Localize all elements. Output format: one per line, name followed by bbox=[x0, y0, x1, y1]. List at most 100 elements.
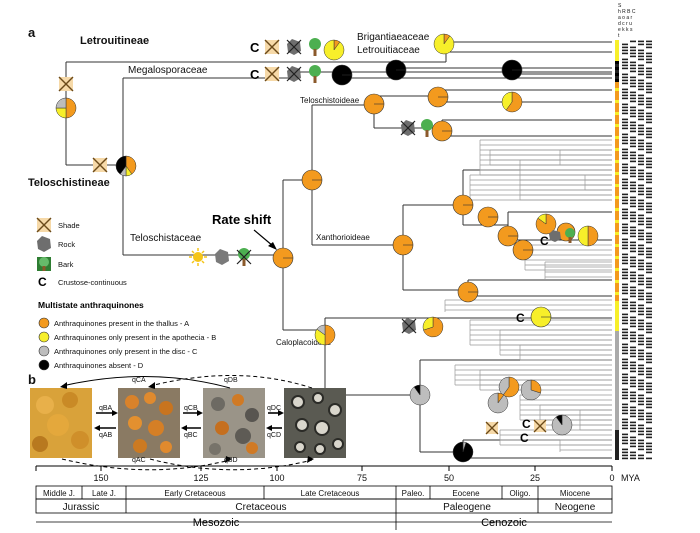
shade-icon bbox=[264, 39, 280, 55]
rate-qCB: qCB bbox=[184, 405, 198, 412]
column-header-row: e k k s bbox=[618, 27, 633, 33]
trait-icons-teloschistoideae bbox=[400, 119, 433, 137]
panel-b-label: b bbox=[28, 372, 36, 387]
period-paleogene: Paleogene bbox=[443, 502, 491, 513]
epoch-middle-jurassic: Middle J. bbox=[43, 489, 75, 498]
pie-node bbox=[577, 225, 599, 247]
trait-matrix bbox=[615, 40, 652, 460]
epoch-late-cretaceous: Late Cretaceous bbox=[301, 489, 360, 498]
c-letter-icon: C bbox=[38, 275, 47, 289]
pie-node bbox=[409, 384, 431, 406]
era-cenozoic: Cenozoic bbox=[481, 517, 527, 529]
legend-crustose-label: Crustose-continuous bbox=[58, 278, 127, 287]
legend-swatch-d bbox=[38, 359, 50, 371]
bark-icon bbox=[37, 257, 51, 271]
label-xanthorioideae: Xanthorioideae bbox=[316, 233, 370, 242]
trait-icons-xanthorioideae: C bbox=[540, 228, 575, 248]
epoch-early-cretaceous: Early Cretaceous bbox=[164, 489, 225, 498]
axis-unit: MYA bbox=[621, 473, 640, 483]
tick-100: 100 bbox=[269, 473, 284, 483]
pie-node bbox=[497, 225, 519, 247]
crustose-c-icon: C bbox=[522, 417, 531, 431]
tick-150: 150 bbox=[93, 473, 108, 483]
tick-50: 50 bbox=[444, 473, 454, 483]
phylogenetic-tree bbox=[65, 41, 612, 459]
pie-node bbox=[477, 206, 499, 228]
rate-qAC: qAC bbox=[132, 457, 146, 464]
column-header-row: S bbox=[618, 3, 622, 9]
trait-icons-megalosporaceae: C bbox=[250, 65, 321, 83]
tick-25: 25 bbox=[530, 473, 540, 483]
shade-icon bbox=[264, 66, 280, 82]
epoch-miocene: Miocene bbox=[560, 489, 591, 498]
state-transition-panel: qCA qDB qBA qAB qCB qBC qDC qCD qAC qBD bbox=[30, 374, 346, 471]
column-header-row: t bbox=[618, 33, 620, 39]
label-brigantiaeaceae: Brigantiaeaceae bbox=[357, 32, 430, 43]
rock-crossed-icon bbox=[549, 230, 561, 242]
panel-a-label: a bbox=[28, 25, 36, 40]
pie-node bbox=[363, 93, 385, 115]
rate-qCA: qCA bbox=[132, 377, 146, 384]
trait-icons-teloschistaceae bbox=[189, 248, 252, 266]
legend-swatch-b bbox=[38, 331, 50, 343]
rock-crossed-icon bbox=[286, 66, 302, 82]
pie-node bbox=[331, 64, 353, 86]
bark-crossed-icon bbox=[236, 248, 252, 266]
legend-swatch-c bbox=[38, 345, 50, 357]
rate-qBD: qBD bbox=[224, 457, 238, 464]
pie-node bbox=[551, 414, 573, 436]
shade-icon bbox=[36, 217, 52, 233]
legend-state-a: Anthraquinones present in the thallus - … bbox=[54, 319, 189, 328]
time-axis: 150 125 100 75 50 25 0 MYA Middle J. Lat… bbox=[35, 465, 640, 530]
pie-node bbox=[323, 39, 345, 61]
pie-node bbox=[520, 379, 542, 401]
bark-icon bbox=[309, 38, 321, 56]
pie-node bbox=[512, 239, 534, 261]
pie-node bbox=[452, 441, 474, 463]
column-header-row: a o a r bbox=[618, 15, 633, 21]
shade-crossed-icon-root bbox=[58, 76, 74, 92]
rock-crossed-icon bbox=[400, 120, 416, 136]
trait-icons-letrouitineae: C bbox=[250, 38, 321, 56]
pie-node bbox=[457, 281, 479, 303]
pie-node bbox=[301, 169, 323, 191]
bark-icon bbox=[309, 65, 321, 83]
shade-crossed-icon bbox=[533, 419, 547, 433]
period-jurassic: Jurassic bbox=[63, 502, 100, 513]
pie-node bbox=[392, 234, 414, 256]
column-header-row: d c r u bbox=[618, 21, 632, 27]
label-megalosporaceae: Megalosporaceae bbox=[128, 65, 208, 76]
photo-state-b bbox=[118, 388, 180, 458]
rock-crossed-icon-caloplacoideae bbox=[401, 318, 417, 334]
photo-state-a bbox=[30, 388, 92, 458]
rate-qBA: qBA bbox=[99, 405, 113, 412]
pie-node bbox=[272, 247, 294, 269]
pie-node bbox=[314, 324, 336, 346]
epoch-oligocene: Oligo. bbox=[510, 489, 531, 498]
legend-state-c: Anthraquinones only present in the disc … bbox=[54, 347, 198, 356]
rate-qCD: qCD bbox=[267, 432, 281, 439]
pie-node bbox=[487, 392, 509, 414]
legend-bark-label: Bark bbox=[58, 260, 74, 269]
shade-crossed-icon-teloschistineae bbox=[92, 157, 108, 173]
pie-node bbox=[115, 155, 137, 177]
label-letrouitineae: Letrouitineae bbox=[80, 35, 149, 47]
legend-state-d: Anthraquinones absent - D bbox=[54, 361, 144, 370]
rock-crossed-icon bbox=[286, 39, 302, 55]
crustose-c-icon: C bbox=[516, 311, 525, 325]
column-header: S h R B C a o a r d c r u e k k s t bbox=[618, 3, 636, 39]
epoch-late-jurassic: Late J. bbox=[92, 489, 116, 498]
trait-legend: Shade Rock Bark C Crustose-continuous Mu… bbox=[36, 217, 216, 371]
rate-qBC: qBC bbox=[184, 432, 198, 439]
rock-icon bbox=[215, 249, 229, 265]
pie-node bbox=[433, 33, 455, 55]
tick-125: 125 bbox=[193, 473, 208, 483]
tick-75: 75 bbox=[357, 473, 367, 483]
crustose-c-icon: C bbox=[250, 40, 260, 55]
shade-crossed-icon bbox=[485, 421, 499, 435]
label-teloschistaceae: Teloschistaceae bbox=[130, 233, 202, 244]
rate-shift-label: Rate shift bbox=[212, 212, 272, 227]
photo-state-d bbox=[284, 388, 346, 458]
pie-node bbox=[501, 59, 523, 81]
